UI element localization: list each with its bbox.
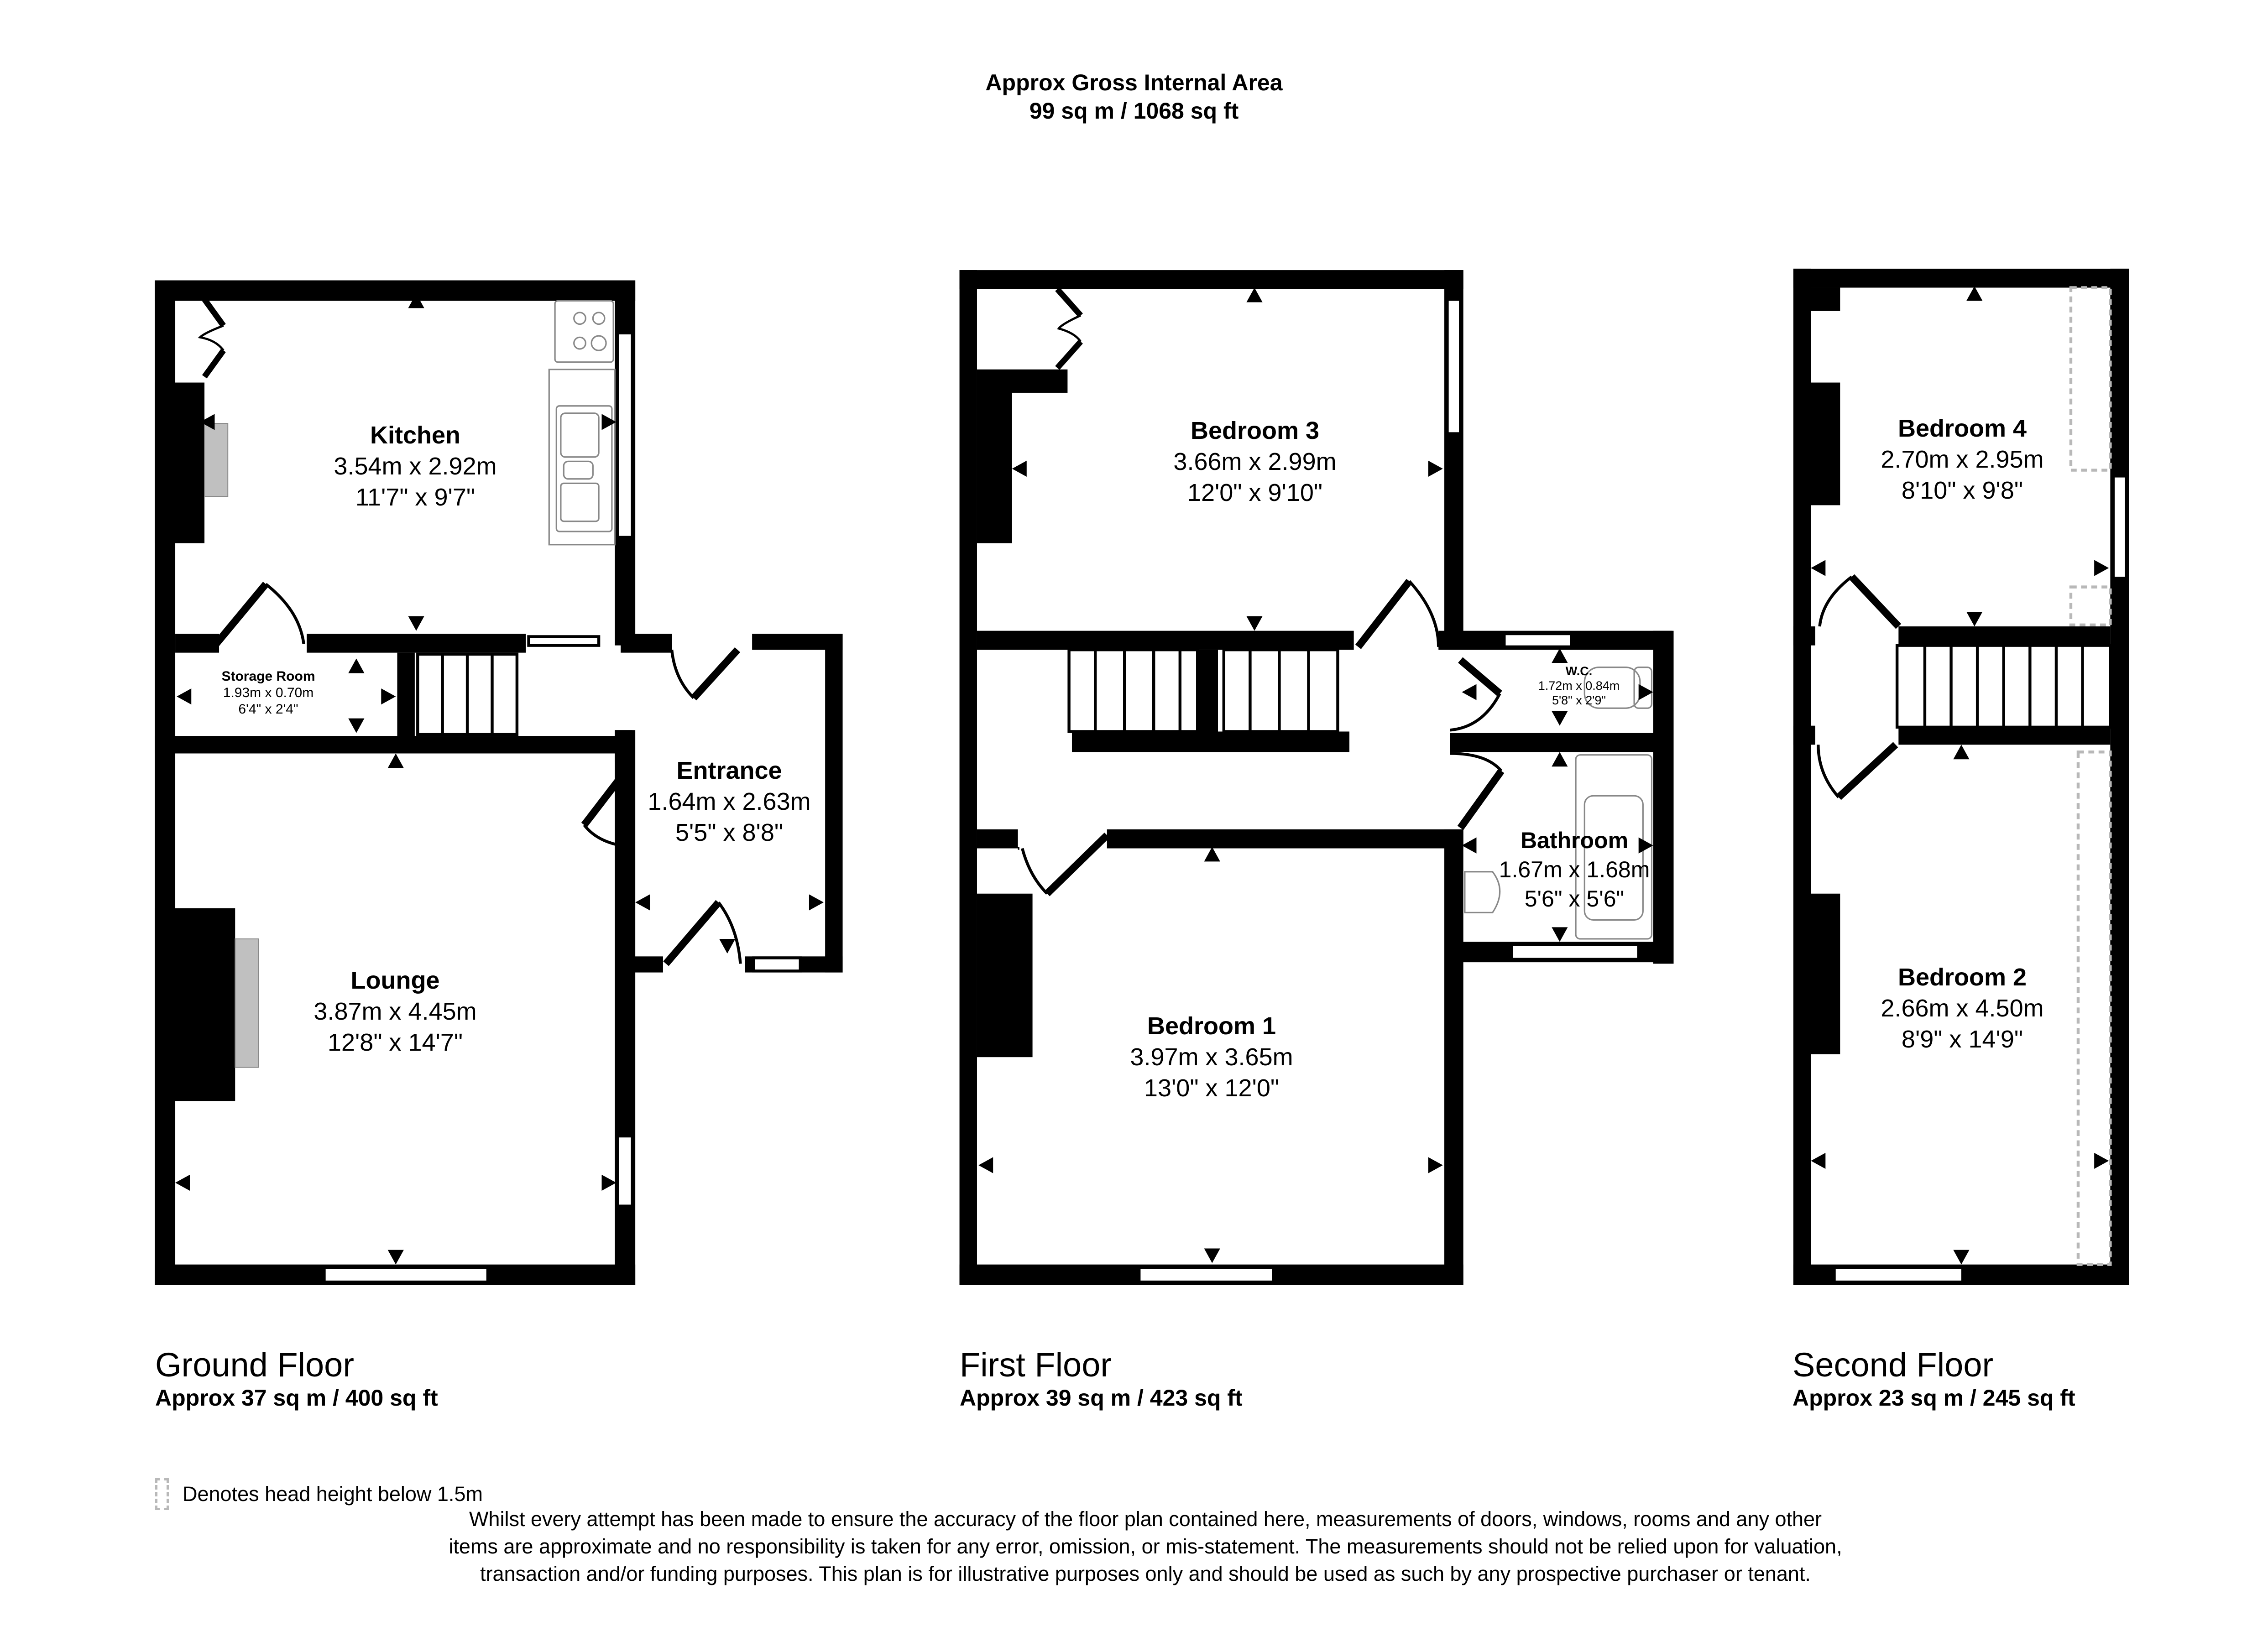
legend: Denotes head height below 1.5m xyxy=(155,1478,483,1510)
room-label-bedroom-2: Bedroom 2 2.66m x 4.50m 8'9" x 14'9" xyxy=(1881,964,2044,1053)
second-floor-plan xyxy=(1793,268,2129,1285)
floor-area: Approx 23 sq m / 245 sq ft xyxy=(1792,1385,2075,1411)
gross-area-title: Approx Gross Internal Area xyxy=(985,70,1283,95)
room-label-storage-room: Storage Room 1.93m x 0.70m 6'4" x 2'4" xyxy=(221,669,315,717)
dashed-box-icon xyxy=(155,1478,169,1510)
floor-caption-first: First Floor Approx 39 sq m / 423 sq ft xyxy=(960,1346,1243,1412)
floor-name: Second Floor xyxy=(1792,1346,1994,1384)
floor-caption-ground: Ground Floor Approx 37 sq m / 400 sq ft xyxy=(155,1346,438,1412)
floor-area: Approx 39 sq m / 423 sq ft xyxy=(960,1385,1243,1411)
floor-area: Approx 37 sq m / 400 sq ft xyxy=(155,1385,438,1411)
first-floor-plan xyxy=(959,270,1674,1285)
room-label-bedroom-1: Bedroom 1 3.97m x 3.65m 13'0" x 12'0" xyxy=(1130,1012,1293,1102)
room-label-wc: W.C. 1.72m x 0.84m 5'8" x 2'9" xyxy=(1538,664,1620,707)
disclaimer-text: Whilst every attempt has been made to en… xyxy=(449,1507,1842,1585)
room-label-bedroom-4: Bedroom 4 2.70m x 2.95m 8'10" x 9'8" xyxy=(1881,415,2044,504)
ground-floor-plan xyxy=(155,280,843,1285)
room-label-bathroom: Bathroom 1.67m x 1.68m 5'6" x 5'6" xyxy=(1499,828,1650,912)
legend-text: Denotes head height below 1.5m xyxy=(183,1482,483,1506)
floor-name: First Floor xyxy=(960,1346,1112,1384)
gross-area-header: Approx Gross Internal Area 99 sq m / 106… xyxy=(0,68,2268,125)
room-label-kitchen: Kitchen 3.54m x 2.92m 11'7" x 9'7" xyxy=(334,422,497,511)
room-label-bedroom-3: Bedroom 3 3.66m x 2.99m 12'0" x 9'10" xyxy=(1173,417,1337,506)
low-headroom-area xyxy=(2069,286,2112,1266)
gross-area-total: 99 sq m / 1068 sq ft xyxy=(1029,98,1239,124)
room-label-lounge: Lounge 3.87m x 4.45m 12'8" x 14'7" xyxy=(314,967,477,1056)
room-label-entrance: Entrance 1.64m x 2.63m 5'5" x 8'8" xyxy=(648,757,811,846)
floor-name: Ground Floor xyxy=(155,1346,354,1384)
floor-caption-second: Second Floor Approx 23 sq m / 245 sq ft xyxy=(1792,1346,2075,1412)
